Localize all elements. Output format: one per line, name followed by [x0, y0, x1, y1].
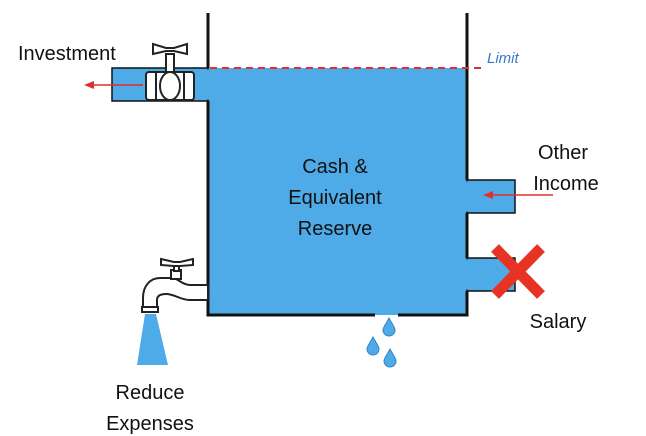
- other-income-label-line2: Income: [533, 173, 599, 195]
- water-drop-icon: [366, 316, 397, 368]
- cross-icon: [491, 244, 545, 299]
- reserve-label-line2: Equivalent: [288, 187, 382, 209]
- salary-label: Salary: [530, 311, 587, 333]
- reduce-expenses-label-line1: Reduce: [116, 382, 185, 404]
- reserve-label-line1: Cash &: [302, 156, 368, 178]
- arrow-left-icon: [84, 81, 143, 89]
- reduce-expenses-label-line2: Expenses: [106, 413, 194, 435]
- arrow-left-icon: [483, 191, 553, 199]
- water-spray: [137, 314, 168, 365]
- investment-label: Investment: [18, 43, 116, 65]
- reserve-label-line3: Reserve: [298, 218, 372, 240]
- limit-label: Limit: [487, 50, 520, 67]
- tank-walls: [206, 13, 469, 317]
- faucet-icon: [141, 257, 209, 313]
- reserve-water: [208, 68, 467, 315]
- valve-icon: [145, 42, 195, 101]
- other-income-label-line1: Other: [538, 142, 588, 164]
